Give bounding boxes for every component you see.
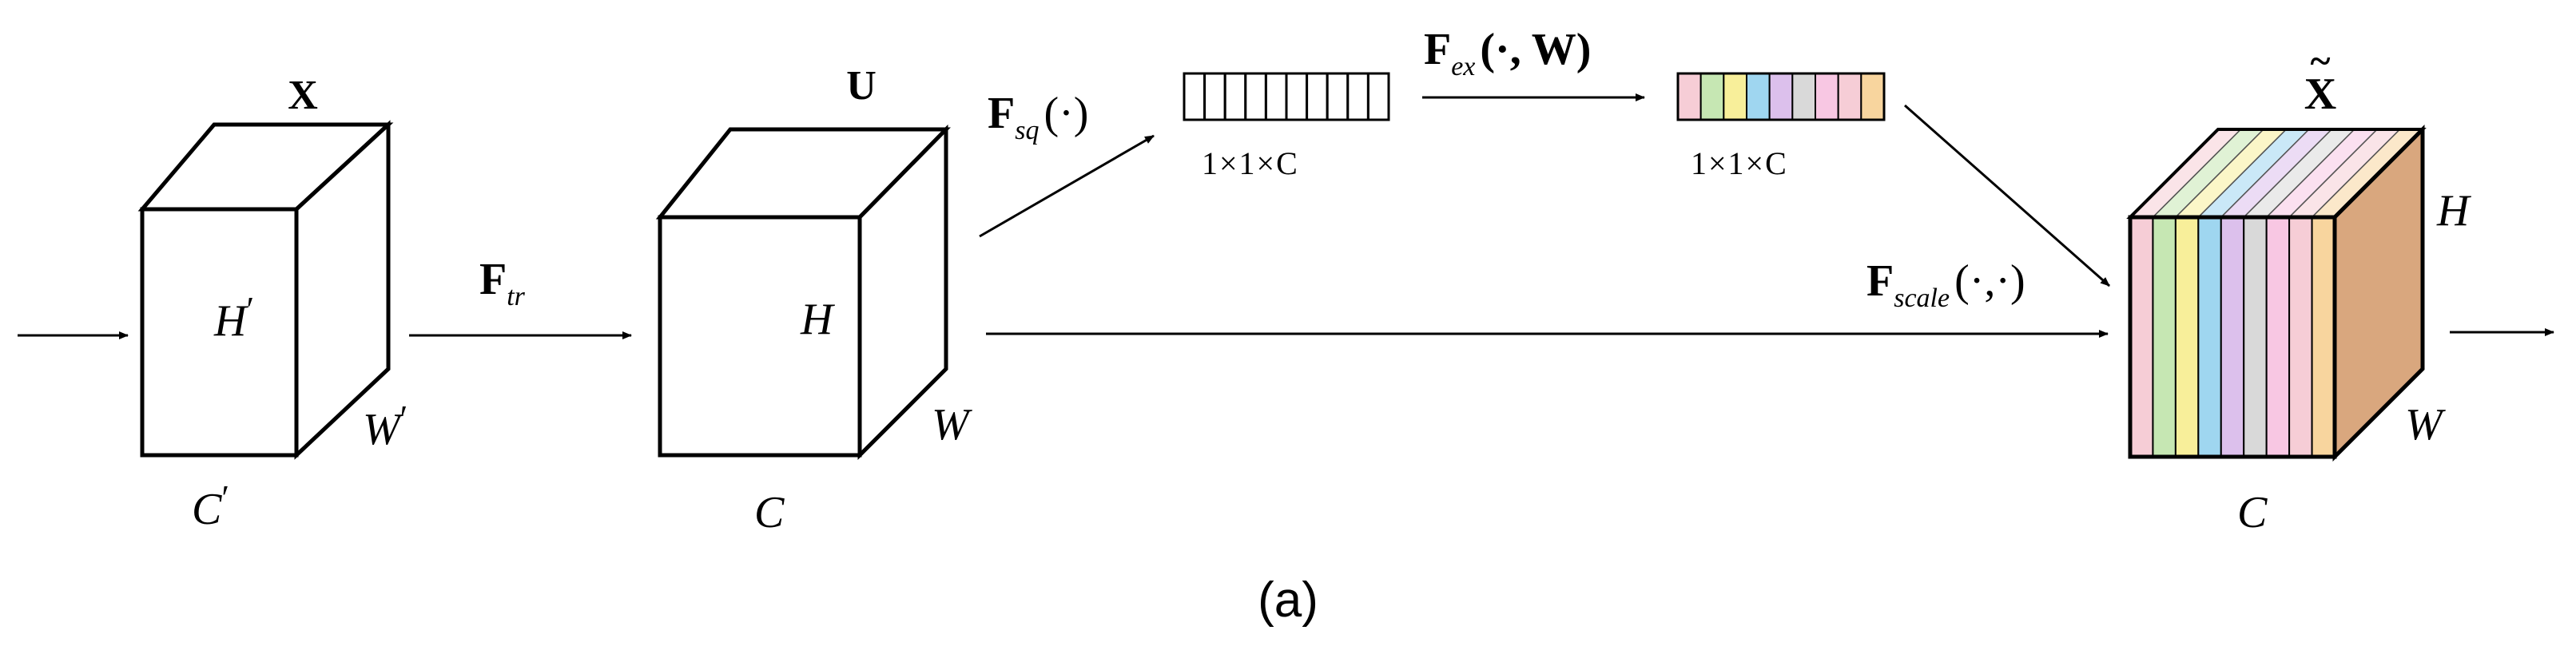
squeeze-label: Fsq(·): [988, 89, 1088, 145]
feature-map-label: U: [846, 63, 877, 109]
excitation-vector-label: 1×1×C: [1691, 145, 1788, 181]
output-width-label: W: [2405, 400, 2446, 450]
u-width-label: W: [932, 400, 972, 450]
input-height-label: H′: [213, 290, 254, 346]
scale-label: Fscale(·,·): [1866, 256, 2025, 313]
excitation-vector-border: [1676, 72, 1886, 121]
excitation-vector-cell: [1699, 73, 1725, 121]
excitation-vector: [1676, 72, 1886, 121]
excitation-vector-cell: [1860, 73, 1885, 121]
feature-map-u: [655, 124, 951, 461]
output-tilde: ~: [2311, 40, 2331, 82]
output-height-label: H: [2436, 186, 2471, 236]
figure-caption: (a): [1258, 573, 1318, 628]
input-width-label: W′: [363, 398, 407, 454]
output-front-slice: [2129, 216, 2154, 458]
output-front-slice: [2197, 216, 2222, 458]
excitation-vector-cell: [1815, 73, 1839, 121]
squeeze-vector-cell: [1346, 72, 1369, 121]
u-cube-front-face: [658, 215, 862, 458]
output-channels-label: C: [2237, 488, 2268, 537]
excitation-vector-cell: [1768, 73, 1794, 121]
squeeze-vector-cell: [1203, 72, 1226, 121]
squeeze-vector-cell: [1326, 72, 1350, 121]
excitation-vector-cell: [1746, 73, 1771, 121]
squeeze-vector-cell: [1264, 72, 1288, 121]
excitation-label: Fex(·, W): [1424, 25, 1591, 81]
squeeze-vector-cell: [1244, 72, 1267, 121]
output-tensor: [2126, 124, 2427, 462]
squeeze-vector-cell: [1183, 72, 1207, 121]
squeeze-vector-cell: [1366, 72, 1390, 121]
output-front-slice: [2152, 216, 2176, 458]
output-front-outline: [2128, 215, 2337, 459]
input-tensor-x: [137, 120, 394, 460]
input-cube-front-face: [140, 207, 299, 458]
input-channels-label: C′: [192, 478, 229, 534]
squeeze-vector-cell: [1223, 72, 1247, 121]
excitation-vector-cell: [1677, 73, 1702, 121]
output-front-slice: [2243, 216, 2268, 458]
excitation-vector-cell: [1723, 73, 1747, 121]
output-tensor-label: X: [2304, 69, 2336, 119]
output-front-slice: [2174, 216, 2200, 458]
output-front-slice: [2220, 216, 2245, 458]
output-front-slice: [2311, 216, 2336, 458]
squeeze-vector-label: 1×1×C: [1202, 145, 1299, 181]
u-channels-label: C: [754, 488, 785, 537]
output-front-slice: [2265, 216, 2291, 458]
squeeze-vector-cell: [1306, 72, 1329, 121]
squeeze-vector-cell: [1285, 72, 1309, 121]
input-tensor-label: X: [288, 73, 318, 118]
squeeze-arrow: [979, 134, 1155, 238]
squeeze-vector: [1183, 72, 1390, 121]
excitation-vector-cell: [1837, 73, 1862, 121]
transform-label: Ftr: [479, 255, 526, 311]
output-front-slice: [2288, 216, 2313, 458]
excitation-to-scale-arrow: [1904, 104, 2110, 287]
excitation-vector-cell: [1791, 73, 1816, 121]
u-height-label: H: [800, 295, 835, 344]
